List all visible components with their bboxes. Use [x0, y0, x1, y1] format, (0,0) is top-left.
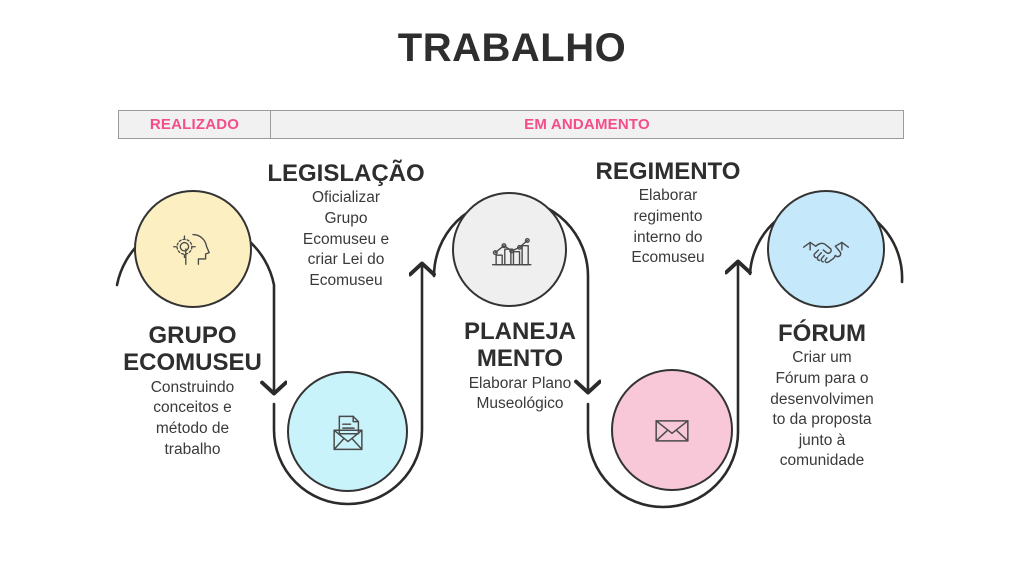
node-heading-line-2: ECOMUSEU [123, 349, 262, 377]
node-circle-regimento[interactable] [611, 369, 733, 491]
node-heading-line-1: GRUPO [148, 322, 237, 349]
node-desc-line-4: trabalho [164, 440, 221, 458]
envelope-icon [647, 405, 697, 455]
handshake-icon [798, 221, 854, 277]
node-desc-line-4: criar Lei do [307, 251, 385, 269]
document-envelope-icon [322, 406, 374, 458]
node-circle-legislacao[interactable] [287, 371, 408, 492]
node-desc-line-5: Ecomuseu [309, 271, 383, 289]
node-heading-line-1: LEGISLAÇÃO [267, 160, 425, 187]
node-desc-line-1: Oficializar [311, 189, 381, 207]
node-desc-line-4: to da proposta [772, 411, 872, 429]
node-circle-forum[interactable] [767, 190, 885, 308]
node-label-grupo-ecomuseu: GRUPO ECOMUSEU Construindo conceitos e m… [100, 322, 285, 459]
phase-realizado: REALIZADO [119, 111, 271, 138]
node-desc-line-4: Ecomuseu [631, 249, 705, 267]
path-legislacao-to-planejamento [272, 264, 422, 506]
node-desc-line-3: desenvolvimen [770, 390, 874, 408]
page-title: TRABALHO [397, 26, 627, 70]
phase-bar: REALIZADO EM ANDAMENTO [118, 110, 904, 139]
node-label-legislacao: LEGISLAÇÃO Oficializar Grupo Ecomuseu e … [262, 160, 430, 290]
node-heading-line-1: REGIMENTO [595, 158, 741, 185]
node-desc-line-5: junto à [798, 431, 846, 449]
node-circle-grupo-ecomuseu[interactable] [134, 190, 252, 308]
node-desc-line-1: Elaborar Plano [468, 374, 572, 392]
head-gear-icon [166, 222, 220, 276]
node-desc-line-1: Construindo [150, 378, 235, 396]
node-desc-line-6: comunidade [779, 452, 865, 470]
path-regimento-to-forum [586, 262, 738, 509]
node-desc-line-3: método de [155, 419, 230, 437]
node-label-regimento: REGIMENTO Elaborar regimento interno do … [588, 158, 748, 268]
bar-chart-trend-icon [484, 224, 536, 276]
node-label-forum: FÓRUM Criar um Fórum para o desenvolvime… [742, 320, 902, 471]
node-desc-line-2: Grupo [324, 209, 368, 227]
node-desc-line-3: Ecomuseu e [302, 230, 390, 248]
node-desc-line-1: Elaborar [638, 187, 698, 205]
node-desc-line-2: conceitos e [153, 399, 232, 417]
node-label-planejamento: PLANEJA MENTO Elaborar Plano Museológico [435, 318, 605, 414]
phase-em-andamento: EM ANDAMENTO [524, 116, 650, 133]
node-desc-line-3: interno do [633, 228, 703, 246]
node-circle-planejamento[interactable] [452, 192, 567, 307]
node-heading-line-2: MENTO [476, 345, 564, 373]
node-desc-line-2: regimento [633, 207, 703, 225]
node-desc-line-1: Criar um [792, 349, 852, 367]
node-heading-line-1: FÓRUM [778, 320, 866, 347]
node-desc-line-2: Museológico [476, 395, 564, 413]
node-desc-line-2: Fórum para o [775, 369, 869, 387]
node-heading-line-1: PLANEJA [463, 318, 577, 345]
